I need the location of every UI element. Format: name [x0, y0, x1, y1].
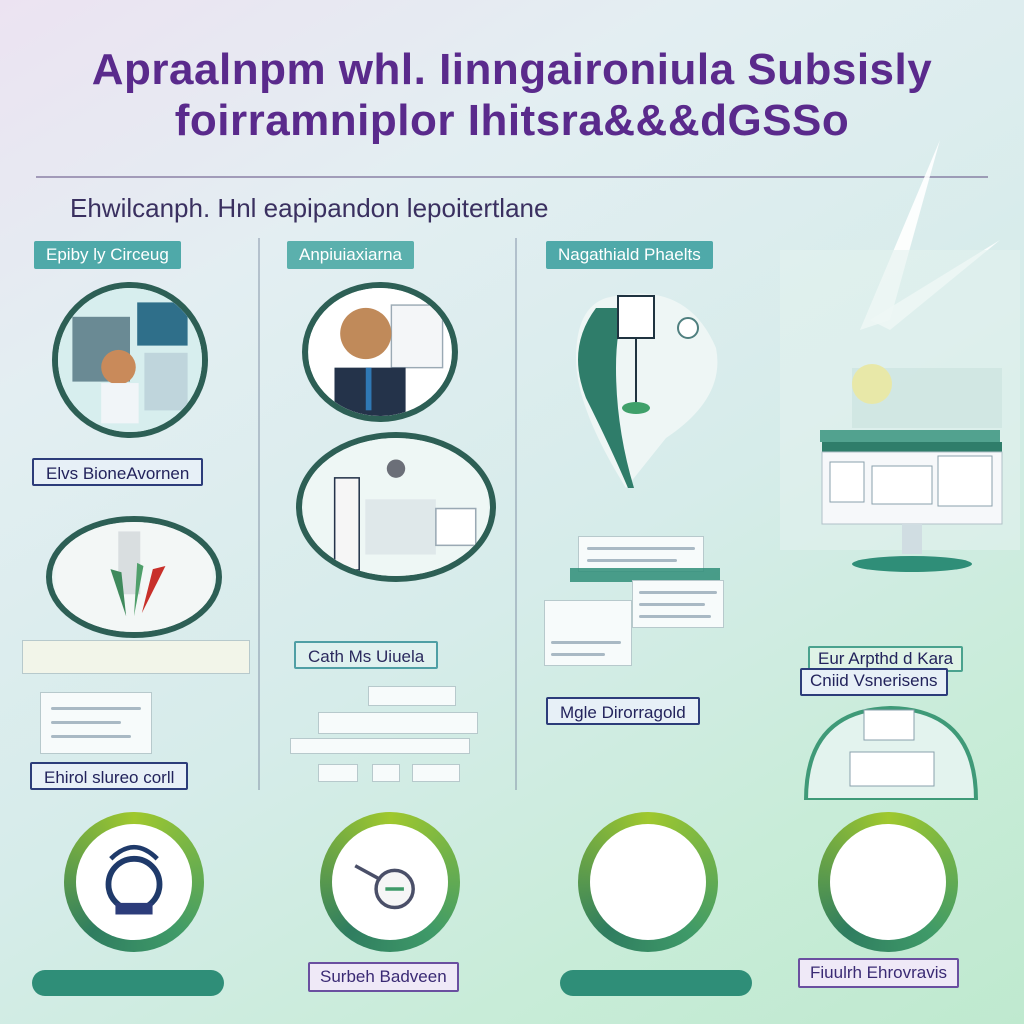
data-table-right — [632, 580, 724, 628]
form-row-1 — [368, 686, 456, 706]
bottom-icon-3 — [578, 812, 718, 952]
column-1-tag: Epiby ly Circeug — [34, 241, 181, 269]
bottom-bar-1 — [32, 970, 224, 996]
form-row-2 — [318, 712, 478, 734]
businessman-illustration — [302, 282, 458, 422]
column-2-tag: Anpiuiaxiarna — [287, 241, 415, 269]
column-4-tag: Eur Arpthd d Kara — [808, 646, 964, 672]
column-1-label: Elvs BioneAvornen — [32, 458, 204, 486]
data-table-shelf — [570, 568, 720, 582]
lab-equipment-illustration — [296, 432, 496, 582]
blank-icon — [590, 824, 706, 940]
bottom-icon-4 — [818, 812, 958, 952]
header-divider — [36, 176, 988, 178]
pill-icon — [354, 864, 415, 910]
bottom-label-2: Surbeh Badveen — [308, 962, 459, 992]
column-1-footer-tag: Ehirol slureo corll — [30, 762, 189, 790]
column-divider-2 — [515, 238, 517, 790]
plant-care-illustration — [46, 516, 222, 638]
form-cell-1 — [318, 764, 358, 782]
form-cell-2 — [372, 764, 400, 782]
form-row-3 — [290, 738, 470, 754]
data-table-top — [578, 536, 704, 572]
column-2-label: Cath Ms Uiuela — [294, 641, 439, 669]
chart-document — [544, 600, 632, 666]
column-3-tag: Nagathiald Phaelts — [546, 241, 713, 269]
globe-dome-icon — [803, 705, 979, 800]
column-4-tag-line-2: Cniid Vsnerisens — [800, 668, 948, 696]
bottom-icon-1 — [64, 812, 204, 952]
column-3-label: Mgle Dirorragold — [546, 697, 700, 725]
computer-monitor-icon — [821, 364, 1003, 572]
page-title-line-2: foirramniplor Ihitsra&&&dGSSo — [174, 96, 850, 145]
column-1-note-panel — [22, 640, 250, 674]
page-title: Apraalnpm whl. Iinngaironiula Subsisly — [91, 45, 933, 94]
bottom-icon-2 — [320, 812, 460, 952]
page-subtitle: Ehwilcanph. Hnl eapipandon lepoitertlane — [70, 193, 549, 223]
bottom-bar-3 — [560, 970, 752, 996]
location-pin-icon — [576, 293, 718, 488]
column-divider-1 — [258, 238, 260, 790]
bottom-label-4: Fiuulrh Ehrovravis — [798, 958, 959, 988]
doctor-patient-illustration — [52, 282, 208, 438]
blank-icon — [830, 824, 946, 940]
stethoscope-icon — [105, 844, 163, 915]
form-cell-3 — [412, 764, 460, 782]
document-card — [40, 692, 152, 754]
